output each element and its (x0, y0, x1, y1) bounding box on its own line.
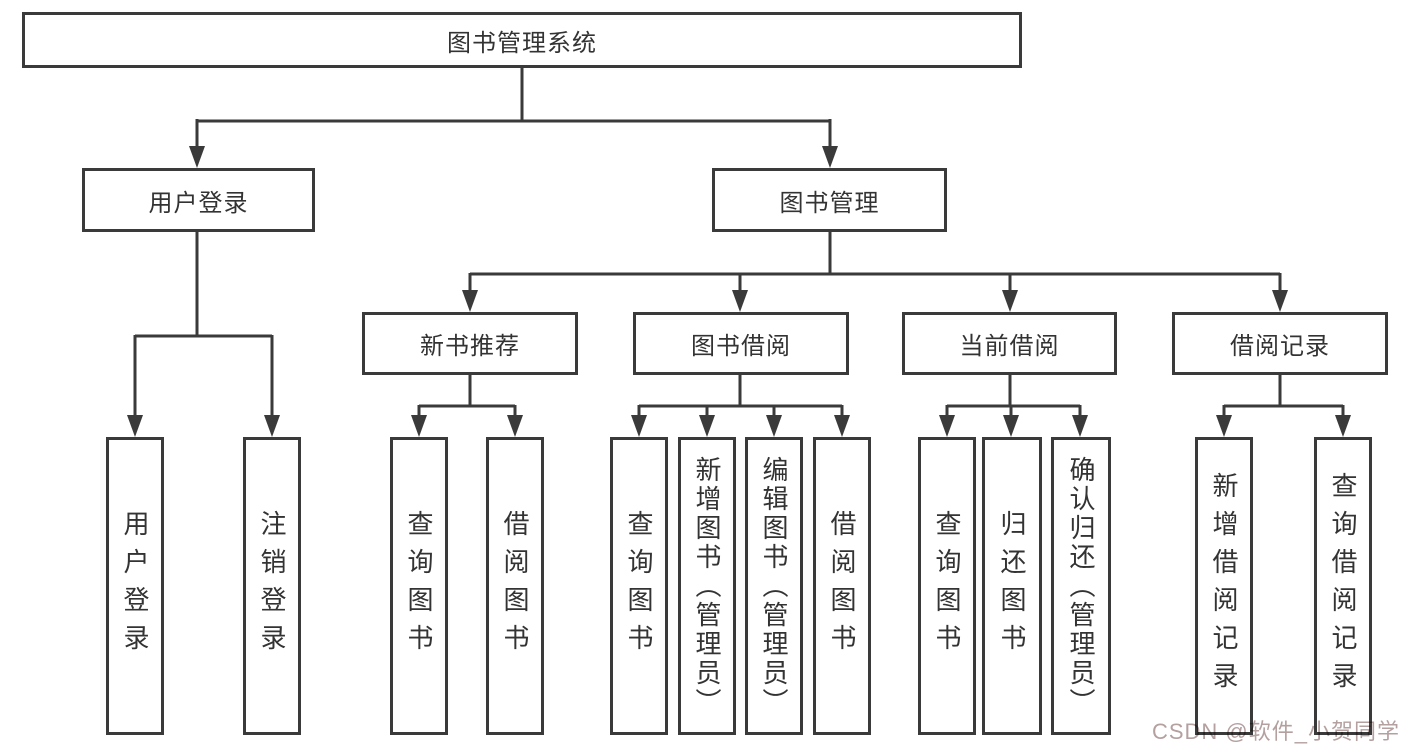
leaf-borrow-books-recommend: 借阅图书 (486, 437, 544, 735)
node-book-management: 图书管理 (712, 168, 947, 232)
leaf-logout-label: 注销登录 (257, 510, 287, 662)
leaf-add-book-admin-label: 新增图书（管理员） (692, 455, 722, 717)
arrowheads (127, 146, 1351, 437)
node-user-login: 用户登录 (82, 168, 315, 232)
node-book-management-label: 图书管理 (779, 189, 880, 217)
leaf-query-books-current-label: 查询图书 (932, 510, 962, 662)
leaf-user-login: 用户登录 (106, 437, 164, 735)
node-new-book-recommend: 新书推荐 (362, 312, 578, 375)
leaf-edit-book-admin-label: 编辑图书（管理员） (759, 455, 789, 717)
leaf-query-books-borrow-label: 查询图书 (624, 510, 654, 662)
leaf-borrow-books: 借阅图书 (813, 437, 871, 735)
leaf-return-books: 归还图书 (982, 437, 1042, 735)
leaf-query-books-recommend-label: 查询图书 (404, 510, 434, 662)
leaf-query-books-borrow: 查询图书 (610, 437, 668, 735)
leaf-query-borrow-record: 查询借阅记录 (1314, 437, 1372, 735)
node-borrowing-records: 借阅记录 (1172, 312, 1388, 375)
leaf-edit-book-admin: 编辑图书（管理员） (745, 437, 803, 735)
leaf-confirm-return-admin-label: 确认归还（管理员） (1066, 455, 1096, 717)
node-library-system-label: 图书管理系统 (447, 29, 597, 57)
leaf-add-book-admin: 新增图书（管理员） (678, 437, 736, 735)
node-borrowing-records-label: 借阅记录 (1230, 333, 1330, 360)
tree-edges (133, 68, 1345, 419)
node-book-borrowing-label: 图书借阅 (691, 333, 791, 360)
leaf-logout: 注销登录 (243, 437, 301, 735)
leaf-borrow-books-label: 借阅图书 (827, 510, 857, 662)
node-book-borrowing: 图书借阅 (633, 312, 849, 375)
leaf-query-books-recommend: 查询图书 (390, 437, 448, 735)
leaf-add-borrow-record-label: 新增借阅记录 (1209, 472, 1239, 700)
node-current-borrowing-label: 当前借阅 (959, 333, 1060, 360)
leaf-confirm-return-admin: 确认归还（管理员） (1051, 437, 1111, 735)
node-user-login-label: 用户登录 (148, 189, 249, 217)
watermark: CSDN @软件_小贺同学 (1151, 719, 1400, 744)
leaf-query-books-current: 查询图书 (918, 437, 976, 735)
leaf-query-borrow-record-label: 查询借阅记录 (1328, 472, 1358, 700)
node-new-book-recommend-label: 新书推荐 (420, 333, 520, 360)
node-current-borrowing: 当前借阅 (902, 312, 1117, 375)
leaf-add-borrow-record: 新增借阅记录 (1195, 437, 1253, 735)
node-library-system: 图书管理系统 (22, 12, 1022, 68)
leaf-borrow-books-recommend-label: 借阅图书 (500, 510, 530, 662)
leaf-user-login-label: 用户登录 (120, 510, 150, 662)
leaf-return-books-label: 归还图书 (997, 510, 1027, 662)
